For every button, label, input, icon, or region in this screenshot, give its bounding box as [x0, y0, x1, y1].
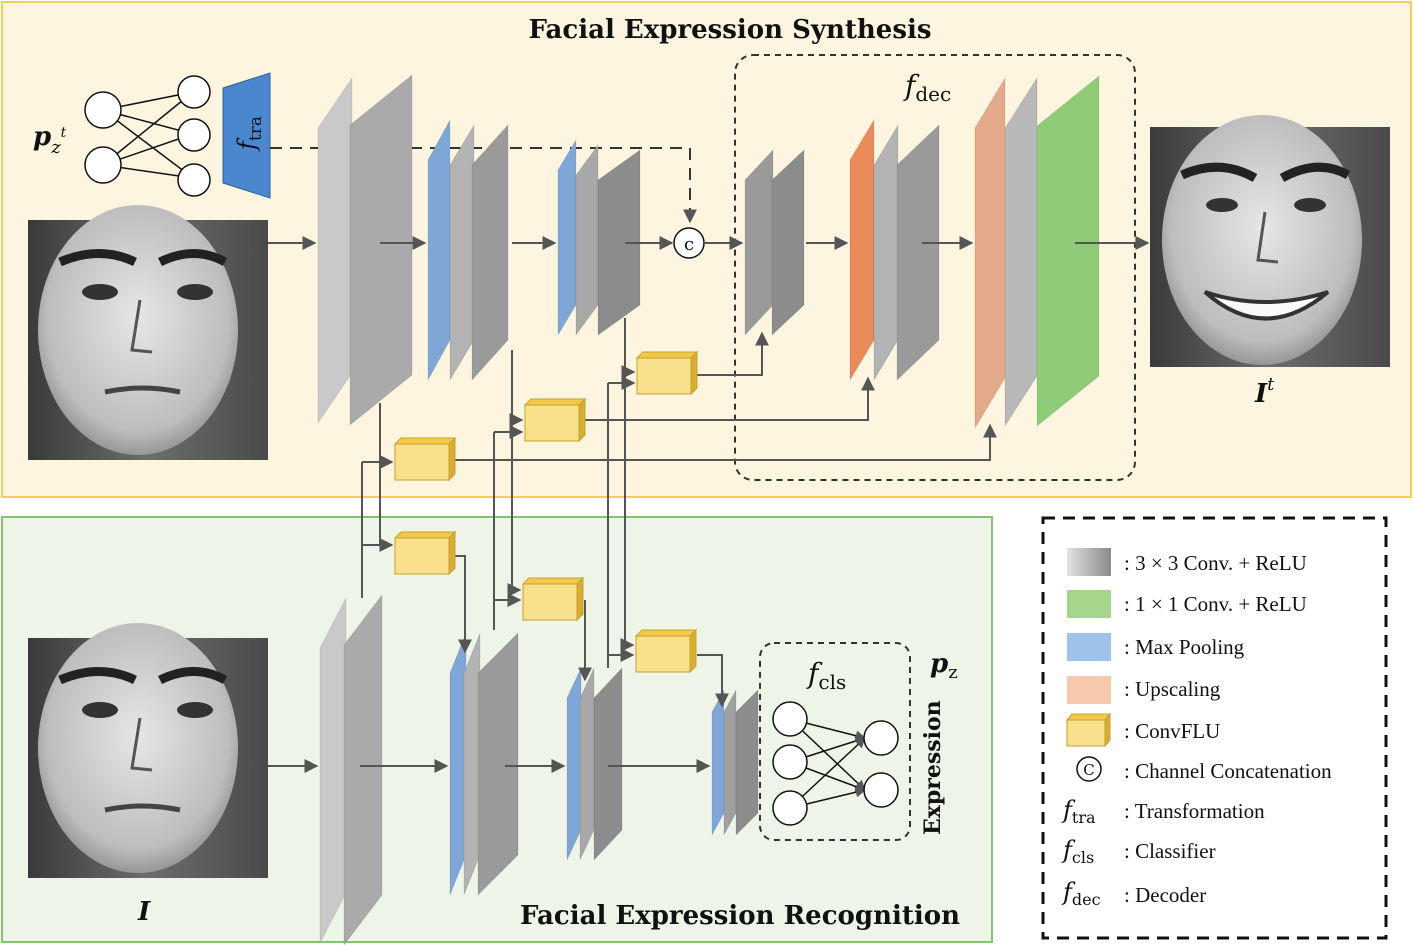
output-image-label: It	[1254, 374, 1275, 409]
arrow-flu3-to-dec1	[697, 331, 769, 376]
legend-swatch-pool	[1067, 633, 1111, 661]
legend-text-convflu: : ConvFLU	[1124, 719, 1220, 743]
rec1-conv-b	[343, 593, 383, 945]
convflu-5	[521, 576, 585, 622]
legend-text-upscale: : Upscaling	[1124, 677, 1221, 701]
output-face	[1150, 115, 1390, 367]
transform-block	[222, 72, 271, 199]
pz-label: pz	[930, 649, 958, 683]
layer-blocks	[317, 73, 1100, 945]
enc3-conv-b	[597, 149, 641, 336]
legend-text-tra: : Transformation	[1124, 799, 1265, 823]
arrow-flu2-to-dec2	[585, 376, 875, 421]
legend-swatch-conv3	[1067, 548, 1111, 576]
legend: : 3 × 3 Conv. + ReLU : 1 × 1 Conv. + ReL…	[1061, 548, 1332, 909]
convflu-3	[635, 350, 699, 396]
legend-text-conv3: : 3 × 3 Conv. + ReLU	[1124, 551, 1307, 575]
classifier-box	[759, 642, 911, 841]
enc2-pool	[427, 119, 451, 381]
input-image-label: I	[137, 897, 151, 927]
arrow-flu4-to-rec2	[455, 555, 472, 654]
legend-swatch-convflu	[1065, 712, 1112, 748]
enc2-conv-b	[471, 123, 509, 382]
arrow-enc3-to-flu6	[620, 318, 635, 652]
synthesis-title: Facial Expression Synthesis	[529, 15, 932, 45]
enc1-conv-b	[349, 73, 413, 427]
dec3-upscale	[974, 76, 1006, 430]
expression-label: Expression	[920, 700, 946, 835]
legend-text-pool: : Max Pooling	[1124, 635, 1245, 659]
enc2-conv-a	[449, 123, 475, 382]
flow-arrows	[268, 236, 1150, 773]
input-face-top	[28, 205, 268, 460]
convflu-6	[634, 628, 698, 674]
legend-text-concat: : Channel Concatenation	[1124, 759, 1332, 783]
rec3-conv-b	[593, 666, 623, 862]
rec2-conv-b	[477, 631, 519, 897]
legend-text-dec: : Decoder	[1124, 883, 1206, 907]
rec4-conv-b	[735, 688, 759, 837]
rec3-conv-a	[579, 667, 595, 861]
dec1-conv-a	[744, 148, 774, 337]
legend-concat-symbol: C	[1083, 761, 1094, 779]
rec4-conv-a	[723, 689, 737, 836]
input-face-bottom	[28, 623, 268, 878]
dec1-conv-b	[771, 148, 805, 337]
prior-label: pzt	[33, 122, 67, 158]
prior-mlp	[84, 75, 211, 197]
convflu-blocks	[393, 350, 699, 674]
rec3-pool	[566, 667, 582, 861]
rec1-conv-a	[319, 597, 347, 944]
classifier-mlp	[772, 701, 899, 826]
recognition-title: Facial Expression Recognition	[520, 901, 960, 931]
legend-swatch-upscale	[1067, 676, 1111, 704]
convflu-2	[523, 397, 587, 443]
convflu-4	[393, 530, 457, 576]
dec3-conv1x1	[1036, 74, 1100, 428]
dec2-conv-b	[896, 123, 940, 382]
legend-concat-icon	[1076, 756, 1102, 782]
enc3-conv-a	[575, 143, 599, 337]
arrow-flu6-to-rec4	[697, 654, 729, 708]
dec3-conv	[1004, 76, 1038, 428]
legend-text-cls: : Classifier	[1124, 839, 1216, 863]
legend-text-conv1: : 1 × 1 Conv. + ReLU	[1124, 592, 1307, 616]
rec4-pool	[711, 689, 725, 836]
decoder-box	[734, 54, 1136, 481]
dec2-upscale	[849, 118, 875, 382]
convflu-1	[393, 436, 457, 482]
concat-symbol: c	[684, 234, 694, 255]
enc3-pool	[557, 138, 577, 337]
concat-node	[673, 227, 705, 259]
arrow-flu1-to-dec3	[455, 423, 997, 461]
legend-swatch-conv1	[1067, 590, 1111, 618]
enc1-conv-a	[317, 76, 353, 425]
dec2-conv-a	[873, 123, 899, 382]
